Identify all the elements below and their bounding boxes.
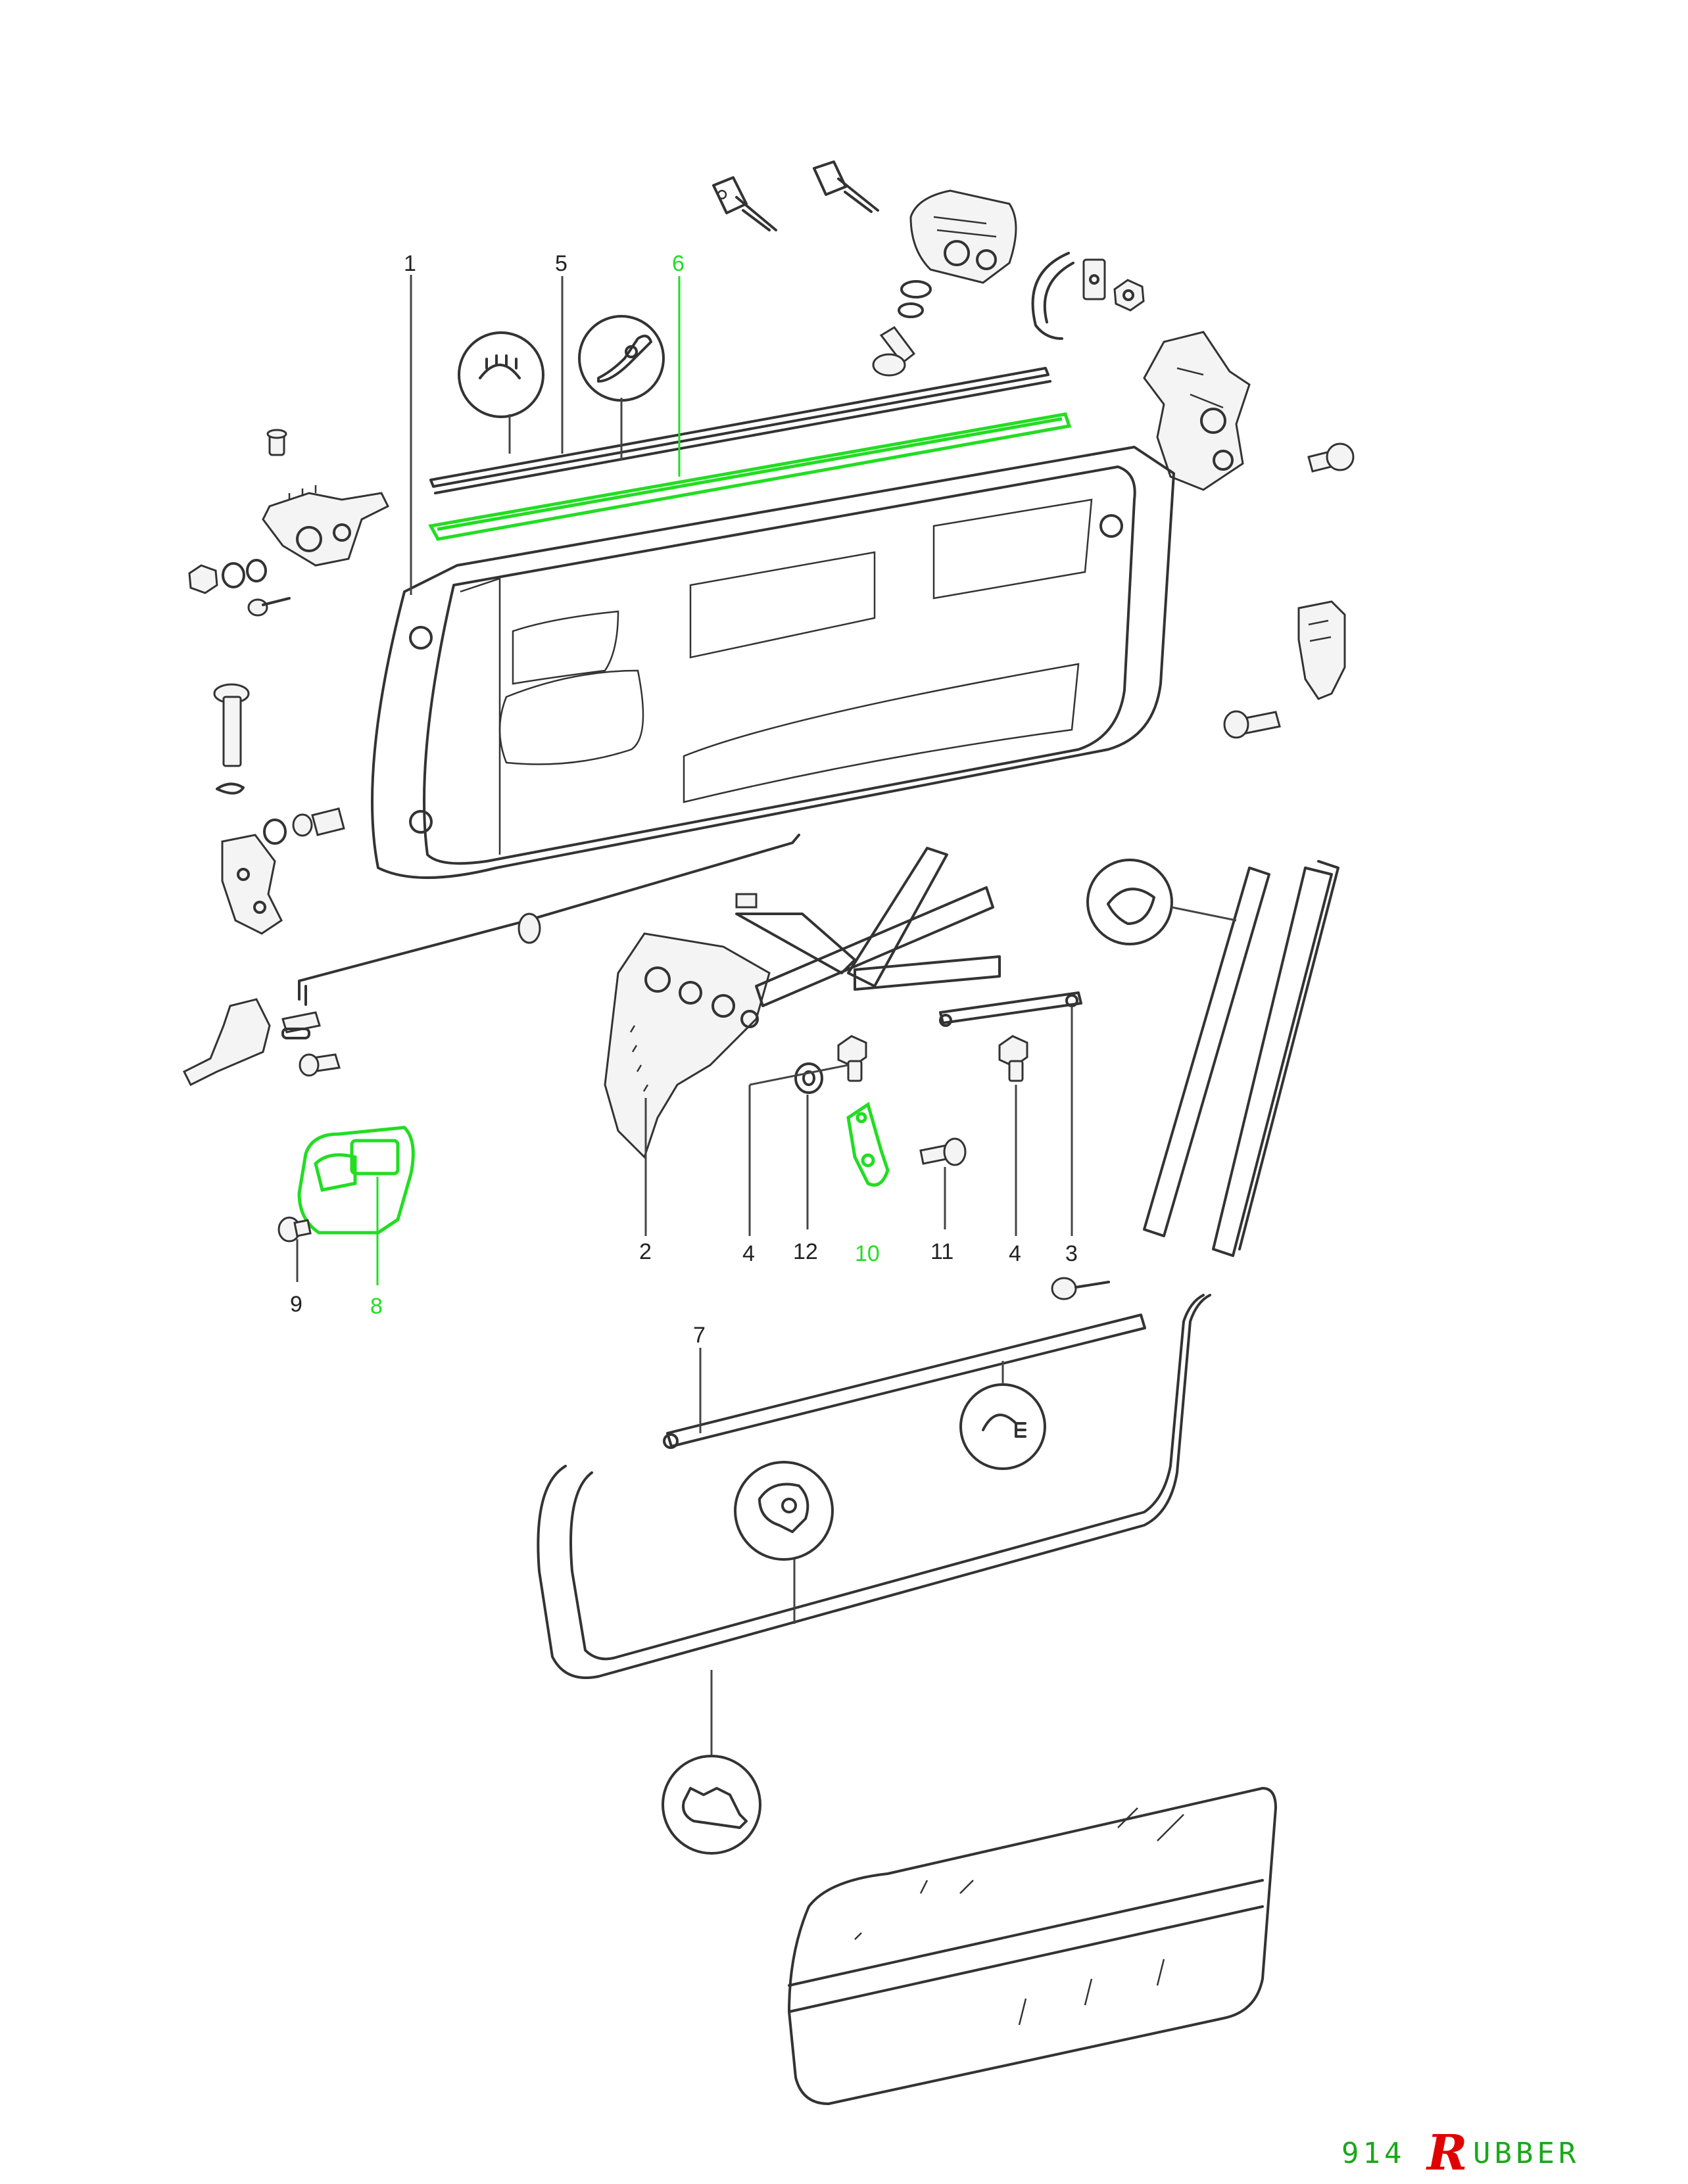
profile-bubble-seal-5 xyxy=(458,331,544,418)
inner-door-handle xyxy=(182,998,321,1087)
lock-cylinder xyxy=(909,189,1017,284)
key-2 xyxy=(813,160,879,213)
key-1 xyxy=(712,176,777,231)
profile-bubble-channel xyxy=(1086,859,1173,945)
regulator-bolt-4b xyxy=(998,1035,1028,1082)
callout-3: 3 xyxy=(1065,1241,1078,1266)
handle-bezel-8 xyxy=(297,1126,415,1235)
callout-1: 1 xyxy=(404,251,416,276)
logo-suffix: UBBER xyxy=(1473,2137,1579,2170)
callout-7: 7 xyxy=(693,1323,706,1348)
logo-prefix: 914 xyxy=(1341,2137,1405,2170)
callout-10: 10 xyxy=(855,1241,880,1266)
bezel-screw-9 xyxy=(277,1216,312,1243)
handle-clip xyxy=(281,1028,310,1039)
washer-12 xyxy=(794,1062,823,1094)
door-perimeter-seal xyxy=(537,1294,1211,1679)
door-trim-panel xyxy=(788,1787,1277,2105)
callout-8: 8 xyxy=(370,1294,383,1319)
profile-bubble-lower xyxy=(662,1755,761,1855)
striker-plate xyxy=(1297,600,1346,700)
vertical-window-channel xyxy=(1143,860,1339,1257)
profile-bubble-perimeter xyxy=(734,1461,834,1561)
brand-logo: 914 R UBBER xyxy=(1341,2125,1579,2181)
small-plate xyxy=(1082,258,1106,300)
hinge-pin-top xyxy=(266,429,287,456)
striker-screw xyxy=(1223,710,1281,739)
door-check-assembly xyxy=(262,485,390,567)
regulator-rail-3 xyxy=(939,991,1082,1027)
hinge-bolt-long xyxy=(213,683,250,767)
circlip xyxy=(216,782,245,795)
callout-4b: 4 xyxy=(1009,1241,1021,1266)
door-bottom-seal-7 xyxy=(663,1314,1146,1449)
hinge-bolt-small xyxy=(247,597,291,617)
callout-6: 6 xyxy=(672,251,685,276)
callout-4a: 4 xyxy=(742,1241,755,1266)
callout-5: 5 xyxy=(555,251,567,276)
small-nut xyxy=(1113,279,1145,312)
callout-9: 9 xyxy=(290,1292,302,1317)
regulator-bolt-4a xyxy=(837,1035,867,1082)
lock-screw xyxy=(872,326,916,377)
door-shell xyxy=(371,446,1175,879)
inner-window-seal-6 xyxy=(428,412,1072,541)
lock-washer xyxy=(898,280,932,318)
profile-bubble-bottom-seal xyxy=(959,1383,1046,1470)
profile-bubble-seal-6 xyxy=(578,315,665,402)
hinge-plate xyxy=(221,834,283,935)
window-regulator xyxy=(604,847,1001,1159)
channel-screw xyxy=(1051,1277,1110,1300)
outer-window-seal-5 xyxy=(429,367,1051,494)
callout-11: 11 xyxy=(930,1239,953,1264)
retaining-clip xyxy=(1031,252,1074,340)
regulator-arm-10 xyxy=(846,1102,890,1187)
handle-screw xyxy=(299,1053,341,1077)
callout-2: 2 xyxy=(639,1239,652,1264)
hinge-nut-washers xyxy=(188,559,267,594)
hinge-bolt-washer xyxy=(263,807,345,845)
lock-bolt xyxy=(1307,442,1355,473)
screw-11 xyxy=(919,1137,967,1166)
door-lock-mechanism xyxy=(1143,331,1251,491)
door-release-cable xyxy=(298,834,800,1006)
callout-12: 12 xyxy=(793,1239,818,1264)
logo-r-letter: R xyxy=(1426,2125,1468,2181)
